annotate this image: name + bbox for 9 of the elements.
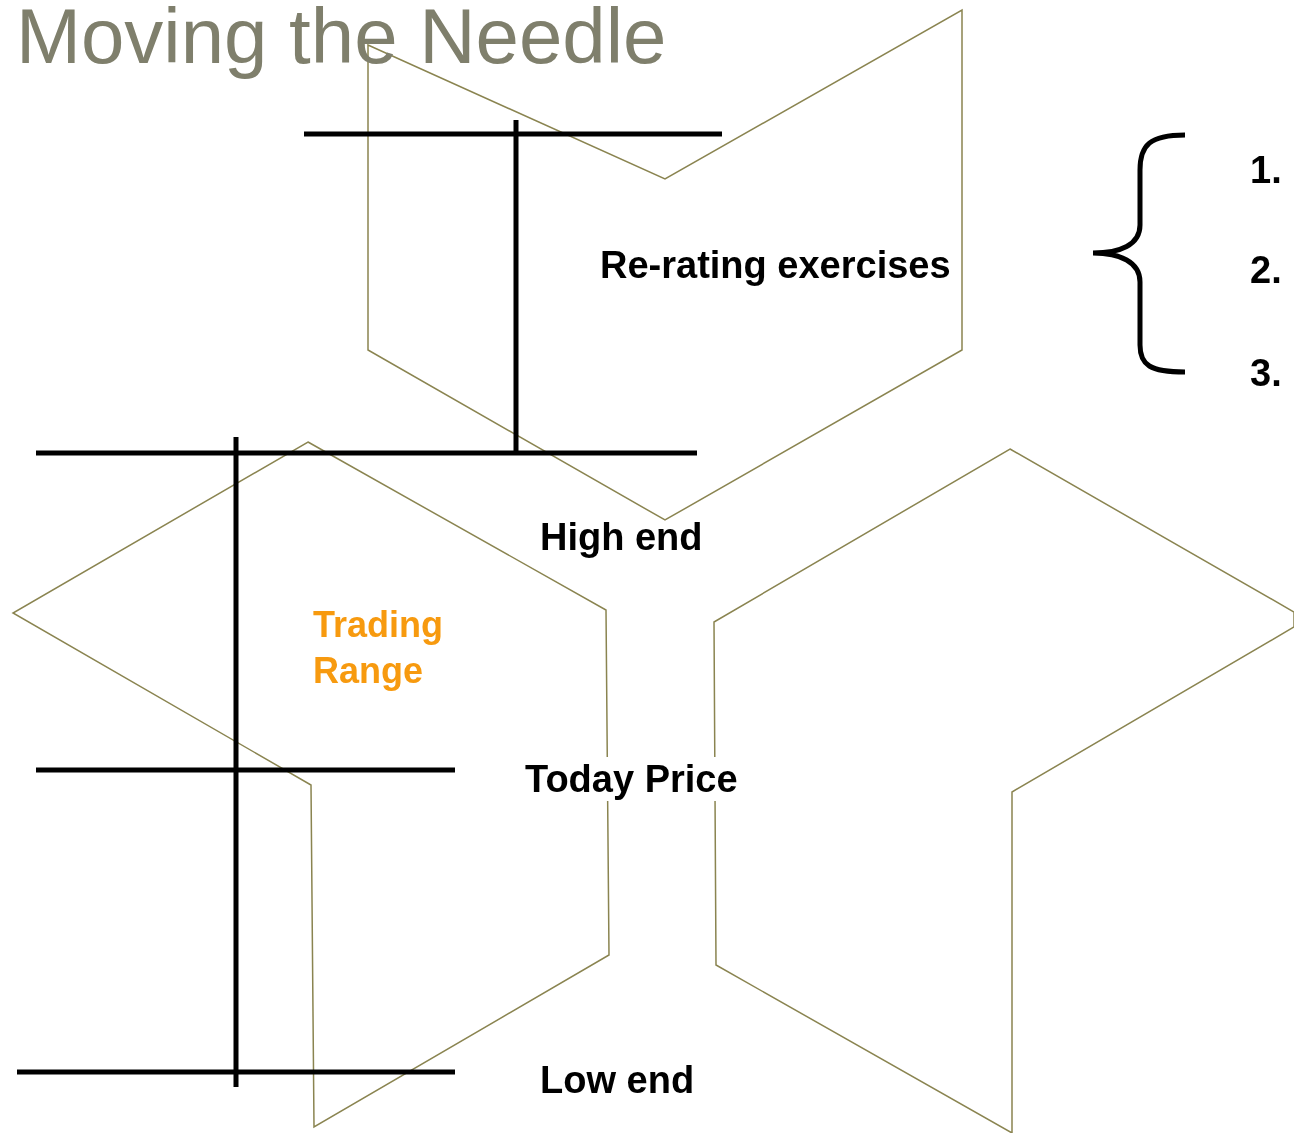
- range-label: Trading Range: [313, 603, 444, 693]
- level-label: Low end: [540, 1058, 695, 1102]
- level-label: High end: [540, 515, 703, 559]
- list-number: 3.: [1250, 351, 1282, 395]
- level-label: Today Price: [525, 757, 738, 801]
- list-number: 2.: [1250, 248, 1282, 292]
- section-label: Re-rating exercises: [600, 243, 951, 287]
- list-number: 1.: [1250, 148, 1282, 192]
- slide-title: Moving the Needle: [16, 0, 667, 78]
